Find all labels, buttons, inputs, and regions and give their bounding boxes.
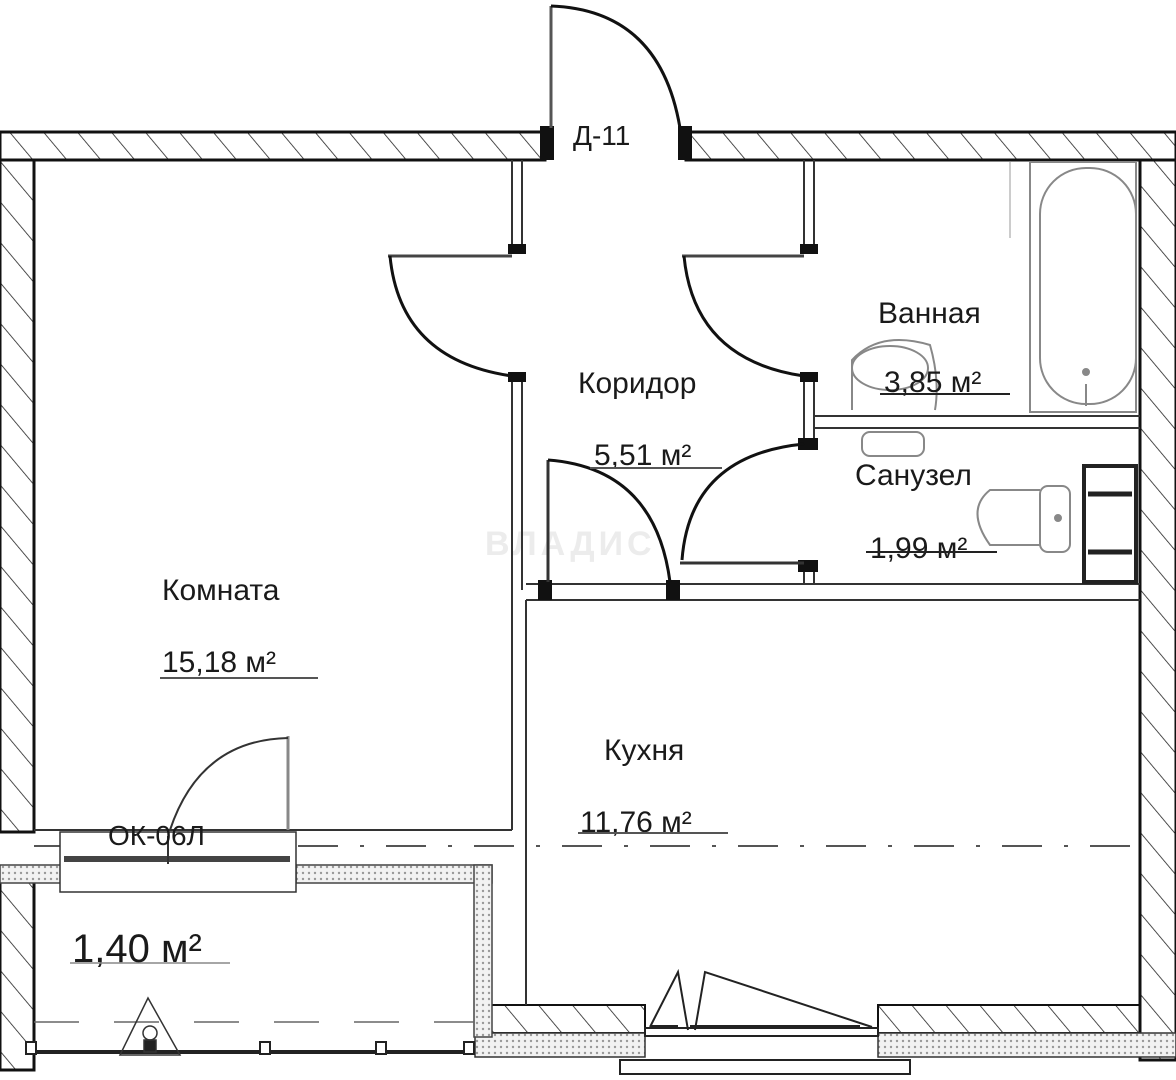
room-label-toilet: Санузел 1,99 м² [855, 459, 997, 565]
svg-text:1,99 м²: 1,99 м² [870, 532, 967, 565]
bathtub-icon [1029, 161, 1137, 413]
room-door[interactable] [388, 244, 526, 382]
room-label-corridor: Коридор 5,51 м² [578, 367, 722, 472]
svg-text:5,51 м²: 5,51 м² [594, 439, 691, 472]
ventilation-shaft-icon [1082, 464, 1138, 584]
toilet-door[interactable] [680, 438, 818, 572]
svg-text:11,76 м²: 11,76 м² [580, 806, 692, 839]
toilet-icon [976, 485, 1071, 553]
room-label-kitchen: Кухня 11,76 м² [578, 734, 728, 839]
sink-icon [851, 339, 938, 411]
interior-partitions [34, 160, 1140, 1005]
room-label-room: Комната 15,18 м² [160, 574, 318, 679]
room-label-balcony: 1,40 м² [70, 927, 230, 971]
svg-text:15,18 м²: 15,18 м² [162, 646, 276, 679]
watermark: ВЛАДИС [485, 525, 656, 563]
balcony-window-tag: ОК-06Л [108, 820, 205, 851]
kitchen-window[interactable] [619, 968, 911, 1075]
exterior-walls [0, 130, 1176, 1072]
svg-text:Кухня: Кухня [604, 734, 684, 767]
svg-text:1,40 м²: 1,40 м² [72, 927, 202, 971]
entrance-door-tag: Д-11 [573, 120, 630, 151]
bathroom-door[interactable] [682, 244, 818, 382]
svg-text:Комната: Комната [162, 574, 280, 607]
balcony-posts [25, 1041, 475, 1055]
drain-icon [118, 996, 182, 1056]
toilet-sink-icon [861, 431, 925, 457]
svg-text:Санузел: Санузел [855, 459, 972, 492]
room-label-bathroom: Ванная 3,85 м² [878, 297, 1010, 399]
svg-text:Ванная: Ванная [878, 297, 981, 330]
balcony-window[interactable] [59, 831, 297, 893]
svg-text:Коридор: Коридор [578, 367, 696, 400]
balcony-door[interactable] [169, 736, 290, 831]
entrance-door[interactable] [540, 4, 692, 160]
kitchen-door[interactable] [538, 458, 680, 600]
